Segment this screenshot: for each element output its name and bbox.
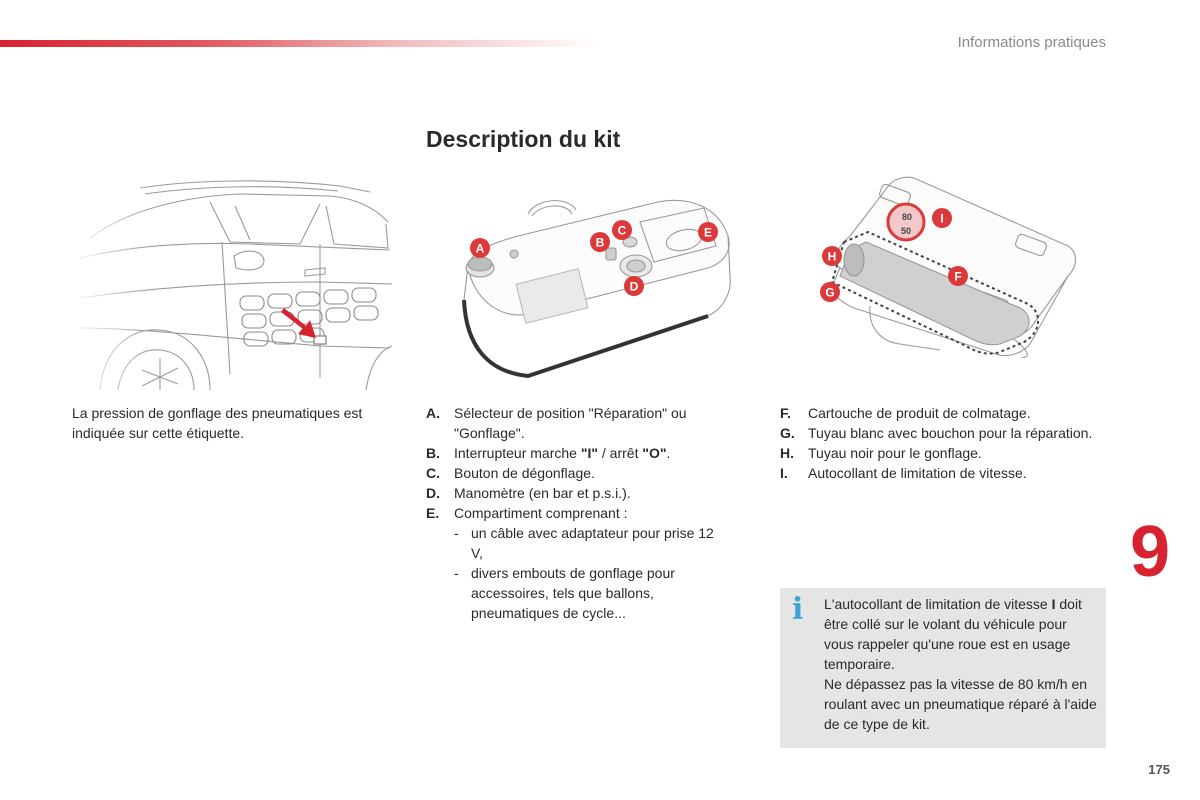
- legend-item-d: D. Manomètre (en bar et p.s.i.).: [426, 483, 726, 503]
- svg-text:50: 50: [901, 226, 911, 236]
- legend-letter: D.: [426, 485, 440, 501]
- sticker-letter: I: [1051, 596, 1056, 612]
- legend-item-c: C. Bouton de dégonflage.: [426, 463, 726, 483]
- info-line: doit être collé sur le volant du véhicul…: [824, 596, 1082, 672]
- callout-b: B: [590, 232, 610, 252]
- legend-list-compressor: A. Sélecteur de position "Réparation" ou…: [426, 403, 726, 623]
- svg-text:A: A: [476, 242, 485, 256]
- chapter-number: 9: [1129, 512, 1171, 592]
- legend-item-g: G. Tuyau blanc avec bouchon pour la répa…: [780, 423, 1100, 443]
- info-warning: Ne dépassez pas la vitesse de 80 km/h en…: [824, 676, 1097, 732]
- callout-i: I: [932, 208, 952, 228]
- callout-f: F: [948, 266, 968, 286]
- info-icon: i: [792, 592, 804, 627]
- legend-text: Sélecteur de position "Réparation" ou "G…: [454, 405, 687, 441]
- on-symbol: "I": [580, 445, 599, 461]
- legend-letter: F.: [780, 405, 791, 421]
- legend-item-i: I. Autocollant de limitation de vitesse.: [780, 463, 1100, 483]
- legend-letter: B.: [426, 445, 440, 461]
- legend-text: Autocollant de limitation de vitesse.: [808, 465, 1027, 481]
- legend-text: Tuyau noir pour le gonflage.: [808, 445, 982, 461]
- list-item: un câble avec adaptateur pour prise 12 V…: [454, 523, 726, 563]
- legend-letter: G.: [780, 425, 795, 441]
- svg-text:D: D: [630, 280, 639, 294]
- legend-letter: A.: [426, 405, 440, 421]
- legend-item-f: F. Cartouche de produit de colmatage.: [780, 403, 1100, 423]
- info-box: i L'autocollant de limitation de vitesse…: [780, 588, 1106, 748]
- legend-text: Compartiment comprenant :: [454, 505, 628, 521]
- legend-letter: H.: [780, 445, 794, 461]
- legend-list-cartridge: F. Cartouche de produit de colmatage. G.…: [780, 403, 1100, 483]
- list-item: divers embouts de gonflage pour accessoi…: [454, 563, 726, 623]
- legend-letter: I.: [780, 465, 788, 481]
- legend-text: Manomètre (en bar et p.s.i.).: [454, 485, 631, 501]
- legend-item-a: A. Sélecteur de position "Réparation" ou…: [426, 403, 726, 443]
- legend-item-e: E. Compartiment comprenant : un câble av…: [426, 503, 726, 623]
- legend-text: Cartouche de produit de colmatage.: [808, 405, 1031, 421]
- callout-e: E: [698, 222, 718, 242]
- callout-a: A: [470, 238, 490, 258]
- svg-text:I: I: [940, 212, 943, 226]
- svg-text:B: B: [596, 236, 605, 250]
- info-line: L'autocollant de limitation de vitesse: [824, 596, 1052, 612]
- header-accent-bar: [0, 40, 600, 47]
- svg-text:E: E: [704, 226, 712, 240]
- legend-text: Interrupteur marche: [454, 445, 581, 461]
- legend-letter: E.: [426, 505, 440, 521]
- legend-text: .: [666, 445, 671, 461]
- callout-d: D: [624, 276, 644, 296]
- callout-c: C: [612, 220, 632, 240]
- svg-text:C: C: [618, 224, 627, 238]
- off-symbol: "O": [642, 445, 667, 461]
- compartment-contents: un câble avec adaptateur pour prise 12 V…: [454, 523, 726, 623]
- svg-text:F: F: [954, 270, 961, 284]
- legend-letter: C.: [426, 465, 440, 481]
- section-header: Informations pratiques: [957, 34, 1106, 51]
- page-title: Description du kit: [426, 126, 621, 152]
- legend-text: Bouton de dégonflage.: [454, 465, 595, 481]
- legend-text: Tuyau blanc avec bouchon pour la réparat…: [808, 425, 1093, 441]
- page-number: 175: [1148, 762, 1170, 777]
- svg-text:H: H: [828, 250, 837, 264]
- speed-limit-sticker: 80 50: [886, 202, 926, 242]
- callout-h: H: [822, 246, 842, 266]
- sealant-cartridge-illustration: 80 50 I H G F: [820, 176, 1077, 358]
- svg-text:80: 80: [902, 212, 912, 222]
- legend-item-h: H. Tuyau noir pour le gonflage.: [780, 443, 1100, 463]
- legend-item-b: B. Interrupteur marche "I" / arrêt "O".: [426, 443, 726, 463]
- car-door-illustration: [70, 178, 398, 390]
- info-text: L'autocollant de limitation de vitesse I…: [824, 594, 1100, 734]
- compressor-illustration: A B C D E: [462, 199, 731, 379]
- svg-text:G: G: [825, 286, 834, 300]
- legend-text: / arrêt: [598, 445, 643, 461]
- callout-g: G: [820, 282, 840, 302]
- car-caption: La pression de gonflage des pneumatiques…: [72, 405, 363, 441]
